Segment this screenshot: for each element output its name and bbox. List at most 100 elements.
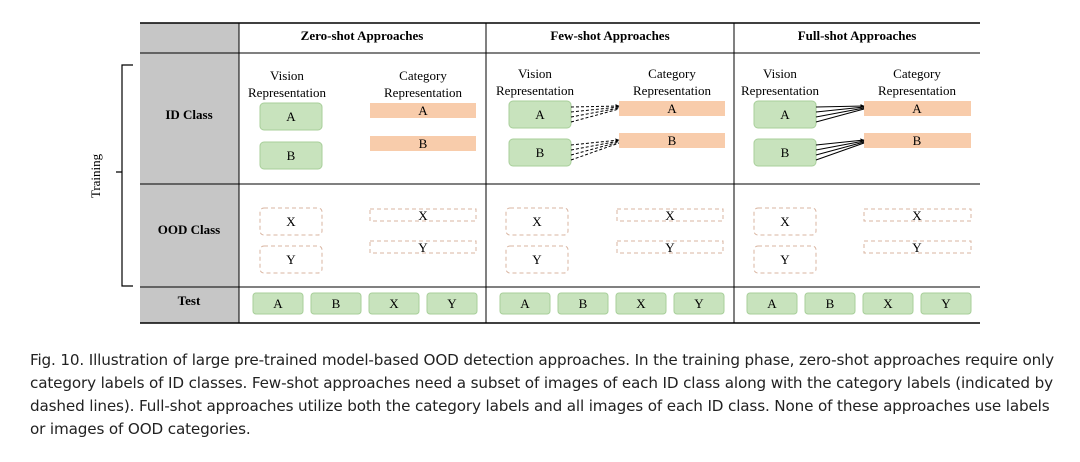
vision-subheader: Vision: [270, 68, 304, 83]
zero-shot-panel: Vision Representation Category Represent…: [248, 68, 477, 274]
vision-box-a-label: A: [286, 109, 296, 124]
ood-vision-box-x: [753, 207, 817, 236]
vision-subheader: Vision: [763, 66, 797, 81]
test-box-a: [499, 292, 551, 315]
figure-caption: Fig. 10. Illustration of large pre-train…: [30, 351, 1055, 438]
ood-vision-box-y-label: Y: [532, 252, 542, 267]
category-subheader: Category: [648, 66, 696, 81]
training-bracket: [116, 64, 133, 287]
ood-category-box-x-label: X: [665, 208, 675, 223]
dashed-connectors: [570, 104, 620, 161]
category-subheader: Representation: [633, 83, 711, 98]
category-subheader: Category: [893, 66, 941, 81]
test-box-a-label: A: [273, 296, 283, 311]
test-box-y-label: Y: [941, 296, 951, 311]
vision-subheader: Representation: [496, 83, 574, 98]
test-box-x: [368, 292, 420, 315]
table-rules: [140, 22, 980, 324]
ood-category-box-y-label: Y: [665, 240, 675, 255]
ood-vision-box-x: [505, 207, 569, 236]
ood-category-box-x: [616, 208, 724, 222]
vision-box-b: [259, 141, 323, 170]
ood-category-box-x-label: X: [912, 208, 922, 223]
column-header-zero-shot: Zero-shot Approaches: [301, 28, 424, 43]
ood-category-box-y-label: Y: [418, 240, 428, 255]
vision-box-b: [508, 138, 572, 167]
ood-category-box-y-label: Y: [912, 240, 922, 255]
row-label-test: Test: [178, 293, 201, 308]
ood-category-box-x: [863, 208, 972, 222]
test-box-a: [252, 292, 304, 315]
few-shot-panel: Vision Representation Category Represent…: [496, 66, 725, 274]
vision-box-a: [753, 100, 817, 129]
ood-vision-box-y-label: Y: [286, 252, 296, 267]
category-box-b-label: B: [668, 133, 677, 148]
test-box-a: [746, 292, 798, 315]
test-box-b: [804, 292, 856, 315]
test-box-b-label: B: [332, 296, 341, 311]
category-box-a: [619, 101, 725, 116]
test-box-y: [920, 292, 972, 315]
vision-subheader: Representation: [741, 83, 819, 98]
category-box-b: [864, 133, 971, 148]
vision-subheader: Representation: [248, 85, 326, 100]
test-box-x: [862, 292, 914, 315]
ood-category-box-y: [863, 240, 972, 254]
category-box-b: [619, 133, 725, 148]
test-box-y: [673, 292, 725, 315]
category-subheader: Representation: [878, 83, 956, 98]
test-box-a-label: A: [520, 296, 530, 311]
test-box-x-label: X: [883, 296, 893, 311]
category-box-a-label: A: [667, 101, 677, 116]
category-box-a: [864, 101, 971, 116]
vision-box-a: [259, 102, 323, 131]
ood-vision-box-x-label: X: [532, 214, 542, 229]
ood-vision-box-y: [259, 245, 323, 274]
test-box-y-label: Y: [447, 296, 457, 311]
category-subheader: Category: [399, 68, 447, 83]
category-subheader: Representation: [384, 85, 462, 100]
ood-approaches-diagram: Training ID Class OOD Class Test Zero-sh…: [88, 22, 980, 324]
vision-subheader: Vision: [518, 66, 552, 81]
training-label: Training: [88, 153, 103, 198]
vision-box-a-label: A: [780, 107, 790, 122]
test-box-y: [426, 292, 478, 315]
vision-box-a-label: A: [535, 107, 545, 122]
vision-box-b: [753, 138, 817, 167]
ood-category-box-x: [369, 208, 477, 222]
ood-vision-box-x: [259, 207, 323, 236]
test-box-a-label: A: [767, 296, 777, 311]
ood-vision-box-y: [505, 245, 569, 274]
category-box-b-label: B: [419, 136, 428, 151]
ood-vision-box-y-label: Y: [780, 252, 790, 267]
column-header-full-shot: Full-shot Approaches: [798, 28, 917, 43]
test-box-y-label: Y: [694, 296, 704, 311]
test-box-x: [615, 292, 667, 315]
vision-box-b-label: B: [287, 148, 296, 163]
test-row: A B X Y A B X Y A B X Y: [252, 292, 972, 315]
test-box-b: [557, 292, 609, 315]
row-label-id-class: ID Class: [165, 107, 212, 122]
test-box-x-label: X: [636, 296, 646, 311]
ood-category-box-y: [369, 240, 477, 254]
full-shot-panel: Vision Representation Category Represent…: [741, 66, 972, 274]
category-box-a-label: A: [418, 103, 428, 118]
vision-box-a: [508, 100, 572, 129]
vision-box-b-label: B: [536, 145, 545, 160]
solid-connectors: [815, 104, 865, 161]
ood-vision-box-x-label: X: [286, 214, 296, 229]
category-box-a: [370, 103, 476, 118]
category-box-b-label: B: [913, 133, 922, 148]
vision-box-b-label: B: [781, 145, 790, 160]
test-box-b-label: B: [826, 296, 835, 311]
category-box-b: [370, 136, 476, 151]
row-header-column: [140, 23, 239, 323]
ood-category-box-x-label: X: [418, 208, 428, 223]
test-box-x-label: X: [389, 296, 399, 311]
test-box-b-label: B: [579, 296, 588, 311]
ood-vision-box-y: [753, 245, 817, 274]
category-box-a-label: A: [912, 101, 922, 116]
column-header-few-shot: Few-shot Approaches: [550, 28, 669, 43]
row-label-ood-class: OOD Class: [158, 222, 220, 237]
ood-category-box-y: [616, 240, 724, 254]
